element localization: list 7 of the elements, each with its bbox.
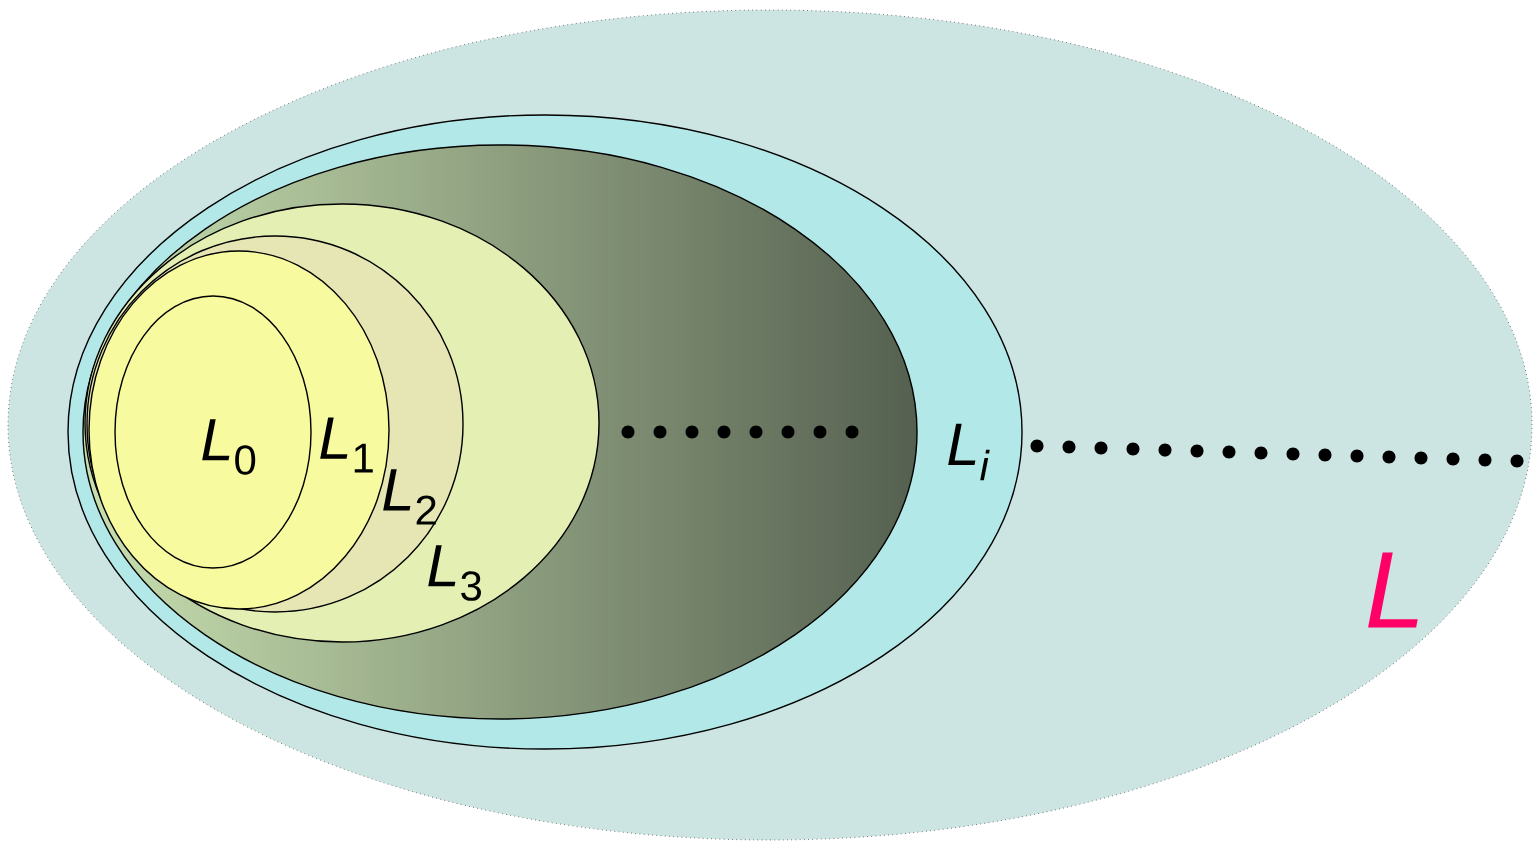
set-label: L$_{1}$ xyxy=(320,417,373,473)
set-label: L xyxy=(1368,552,1418,628)
set-label: L$_{3}$ xyxy=(428,545,481,601)
region-ellipse xyxy=(114,295,312,569)
set-label: L$_{i}$ xyxy=(948,423,990,481)
set-label: L$_{0}$ xyxy=(202,419,256,475)
set-label: L$_{2}$ xyxy=(383,469,436,525)
